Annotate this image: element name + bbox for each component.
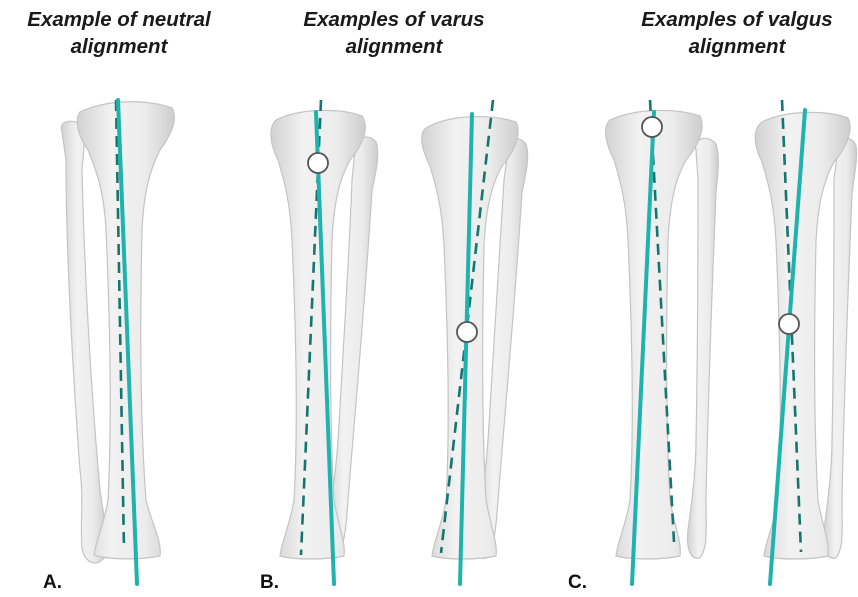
panel-a-bones <box>61 102 174 563</box>
panel-label-b: B. <box>260 572 279 594</box>
fibula-bone <box>688 138 719 558</box>
axis-intersection-marker <box>779 314 799 334</box>
axis-intersection-marker <box>308 153 328 173</box>
panel-label-c: C. <box>568 572 587 594</box>
panel-label-a: A. <box>43 572 62 594</box>
axis-intersection-marker <box>457 322 477 342</box>
fibula-bone <box>824 138 857 558</box>
fibula-bone <box>61 121 106 563</box>
axis-intersection-marker <box>642 117 662 137</box>
panel-c-right-bones <box>755 112 856 559</box>
